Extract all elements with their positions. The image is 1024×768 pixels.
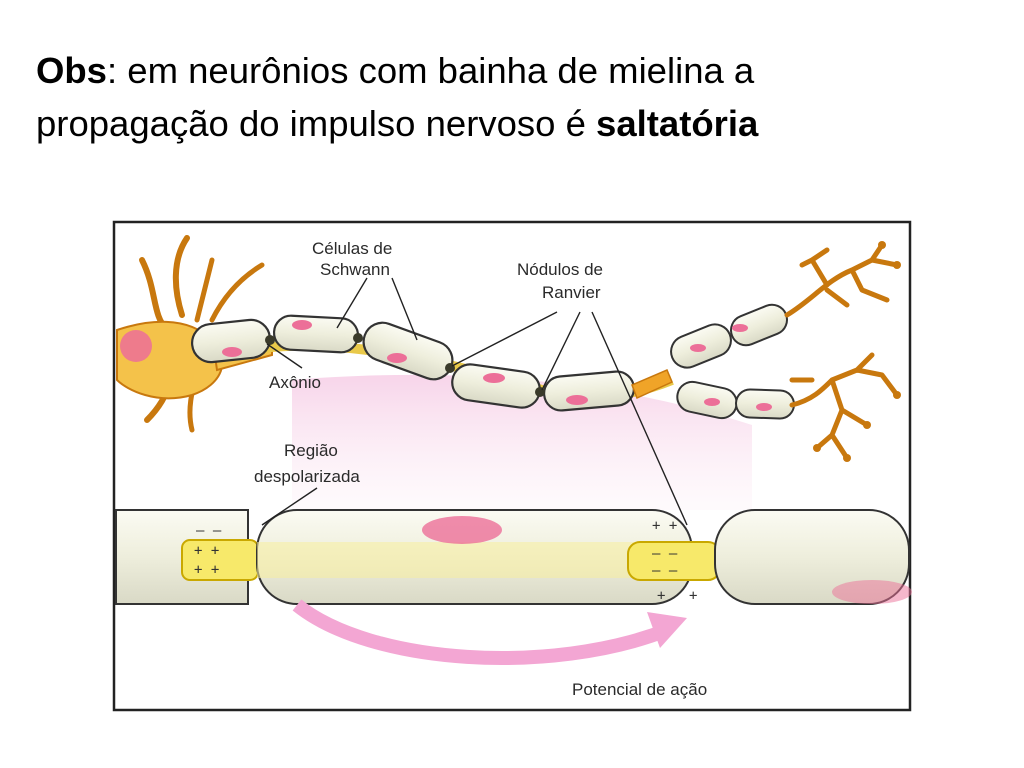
- title-line2-text: propagação do impulso nervoso é: [36, 103, 597, 144]
- ranvier-node: [265, 335, 275, 345]
- label-schwann: Schwann: [320, 260, 390, 279]
- plus-signs-right-top: + +: [652, 518, 677, 534]
- label-nodulos-de: Nódulos de: [517, 260, 603, 279]
- title-line-2: propagação do impulso nervoso é saltatór…: [36, 97, 996, 150]
- label-despolarizada: despolarizada: [254, 467, 360, 486]
- axon-terminal: [631, 241, 901, 462]
- label-regiao: Região: [284, 441, 338, 460]
- label-celulas-de: Células de: [312, 239, 392, 258]
- action-potential-arrowhead: [647, 612, 687, 648]
- title-saltatoria: saltatória: [596, 103, 759, 144]
- plus-signs-top: + +: [194, 543, 219, 559]
- enlarged-axon: + + + + – – + + – – – – + +: [115, 509, 912, 605]
- plus-signs-right-bottom: +: [657, 588, 665, 604]
- neuron-diagram: + + + + – – + + – – – – + + Células de S…: [112, 220, 912, 712]
- schwann-cell: [191, 318, 271, 364]
- ranvier-node: [353, 333, 363, 343]
- slide-title: Obs: em neurônios com bainha de mielina …: [36, 44, 996, 150]
- label-potencial-de-acao: Potencial de ação: [572, 680, 707, 699]
- minus-signs-right-bottom: – –: [652, 563, 678, 579]
- plus-sign-far-right: +: [689, 588, 697, 604]
- zoom-highlight: [292, 374, 752, 510]
- label-ranvier: Ranvier: [542, 283, 601, 302]
- title-line1-text: : em neurônios com bainha de mielina a: [107, 50, 755, 91]
- leader-lines: [261, 277, 688, 526]
- label-axonio: Axônio: [269, 373, 321, 392]
- minus-signs-left: – –: [196, 523, 222, 539]
- minus-signs-right-top: – –: [652, 546, 678, 562]
- action-potential-arrow: [292, 599, 670, 665]
- cell-nucleus: [120, 330, 152, 362]
- neuron-figure: + + + + – – + + – – – – + + Células de S…: [112, 220, 912, 712]
- upper-axon: [191, 314, 674, 412]
- schwann-cell: [272, 314, 360, 354]
- title-obs: Obs: [36, 50, 107, 91]
- plus-signs-bottom: + +: [194, 562, 219, 578]
- schwann-nucleus: [422, 516, 502, 544]
- title-line-1: Obs: em neurônios com bainha de mielina …: [36, 44, 996, 97]
